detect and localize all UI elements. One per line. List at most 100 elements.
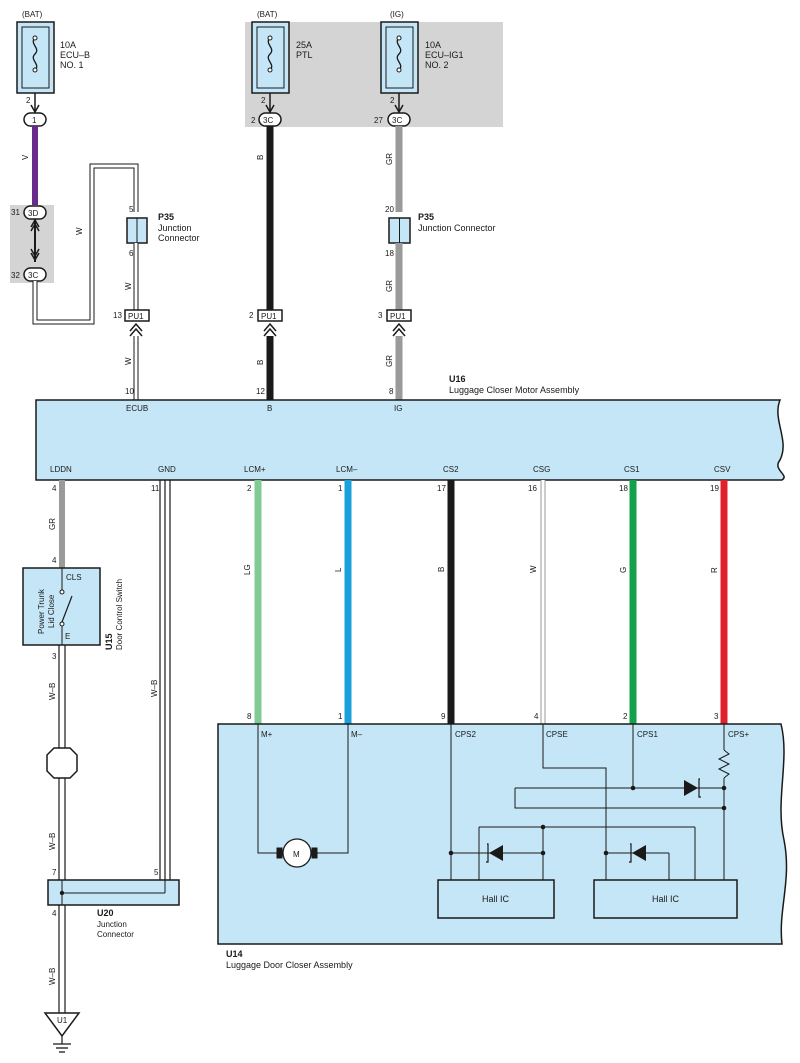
u16-top-label-b: B [267, 404, 272, 413]
u15-door-control-switch: CLS E Power Trunk Lid Close [22, 567, 101, 646]
fuse-ptl: (BAT) 25A PTL 2 [251, 10, 313, 105]
u14-pin-9: 9 [441, 712, 446, 721]
arrow-icon [394, 104, 404, 114]
wire-color-gr1: GR [385, 153, 394, 165]
connector-arrow-icon [392, 322, 406, 337]
wire-color-w2: W [124, 282, 133, 290]
wire-color-gr3: GR [385, 355, 394, 367]
resistor-icon [717, 749, 731, 779]
connector-3c-left-code: 3C [28, 271, 38, 280]
arrow-icon [30, 104, 40, 114]
wire-color-gr2: GR [385, 280, 394, 292]
fuse1-source: (BAT) [22, 10, 43, 19]
connector-pu1-a: 13 PU1 [113, 309, 150, 322]
p35-right-id: P35 [418, 212, 434, 222]
u16-bottom-pin-16: 16 [528, 484, 537, 493]
p35-right-name: Junction Connector [418, 223, 496, 233]
connector-arrow-icon [30, 218, 40, 232]
u16-id: U16 [449, 374, 466, 384]
hall-ic-2: Hall IC [593, 879, 738, 919]
u14-label-cps2: CPS2 [455, 730, 476, 739]
connector-3c-left-pin: 32 [11, 271, 20, 280]
u16-top-label-ecub: ECUB [126, 404, 148, 413]
u16-bottom-pin-2: 2 [247, 484, 252, 493]
connector-pu1-b: 2 PU1 [249, 309, 283, 322]
pu1-c-code: PU1 [390, 312, 406, 321]
p35-left-name1: Junction [158, 223, 192, 233]
u16-luggage-closer-motor-assembly [35, 399, 785, 481]
fuse1-pin: 2 [26, 96, 31, 105]
connector-3c-ptl-pin: 2 [251, 116, 256, 125]
connector-3d-code: 3D [28, 209, 38, 218]
u14-label-m-minus: M– [351, 730, 363, 739]
u16-top-pin-1: 12 [256, 387, 265, 396]
p35-right-pin-top: 20 [385, 205, 394, 214]
u15-inner-label-1: Power Trunk [37, 588, 46, 634]
u14-pin-4: 4 [534, 712, 539, 721]
fuse3-name2: NO. 2 [425, 60, 449, 70]
u16-bottom-label-lcm-minus: LCM– [336, 465, 358, 474]
u14-id: U14 [226, 949, 243, 959]
fuse-icon [32, 37, 38, 71]
ground-id: U1 [57, 1016, 68, 1025]
connector-1-code: 1 [32, 116, 37, 125]
fuse3-source: (IG) [390, 10, 404, 19]
wire-white [33, 164, 138, 324]
u14-pin-3: 3 [714, 712, 719, 721]
u15-name: Door Control Switch [115, 579, 124, 650]
u16-top-pin-0: 10 [125, 387, 134, 396]
wire-color-b-cs2: B [437, 567, 446, 572]
u16-bottom-label-csg: CSG [533, 465, 550, 474]
u20-id: U20 [97, 908, 114, 918]
wire-color-l: L [334, 567, 343, 572]
wire-color-wb-gnd: W–B [150, 680, 159, 697]
connector-arrow-icon [129, 322, 143, 337]
wire-color-b1: B [256, 155, 265, 160]
u16-top-label-ig: IG [394, 404, 402, 413]
u15-pin-top: 4 [52, 556, 57, 565]
wire-color-g: G [619, 567, 628, 573]
u14-pin-1: 1 [338, 712, 343, 721]
u20-name1: Junction [97, 920, 127, 929]
u14-name: Luggage Door Closer Assembly [226, 960, 353, 970]
switch-contact-icon [59, 589, 65, 595]
wire-color-lg: LG [243, 564, 252, 575]
junction-p35-right: 20 P35 Junction Connector 18 [385, 205, 496, 258]
u16-bottom-pin-11: 11 [151, 484, 160, 493]
connector-pu1-c: 3 PU1 [378, 309, 412, 322]
wire-color-w1: W [75, 227, 84, 235]
arrow-icon [265, 104, 275, 114]
fuse3-pin: 2 [390, 96, 395, 105]
u16-bottom-label-cs2: CS2 [443, 465, 459, 474]
wire-color-wb2: W–B [48, 833, 57, 850]
junction-u20 [47, 879, 180, 906]
u16-bottom-pin-4: 4 [52, 484, 57, 493]
wire-color-v: V [21, 154, 30, 160]
splice-point-icon [46, 747, 78, 779]
zener-diode-icon [629, 843, 646, 863]
wire-wb-gnd [159, 480, 171, 880]
wire-color-r: R [710, 567, 719, 573]
pu1-a-code: PU1 [128, 312, 144, 321]
ground-u1: U1 [43, 1012, 81, 1053]
u16-bottom-pin-18: 18 [619, 484, 628, 493]
fuse2-source: (BAT) [257, 10, 278, 19]
p35-right-pin-bottom: 18 [385, 249, 394, 258]
u16-bottom-pin-19: 19 [710, 484, 719, 493]
motor-label: M [293, 850, 300, 859]
wire-wb-ground [58, 905, 66, 1013]
p35-left-id: P35 [158, 212, 174, 222]
wire-color-wb1: W–B [48, 683, 57, 700]
u14-pin-8: 8 [247, 712, 252, 721]
wire-color-w-csg: W [529, 565, 538, 573]
p35-left-pin-top: 5 [129, 205, 134, 214]
u15-id: U15 [104, 633, 114, 650]
u15-term-cls: CLS [66, 573, 82, 582]
connector-3d-pin: 31 [11, 208, 20, 217]
pu1-c-pin: 3 [378, 311, 383, 320]
connector-arrow-icon [263, 322, 277, 337]
fuse-icon [396, 37, 402, 71]
u14-label-cps-plus: CPS+ [728, 730, 749, 739]
u15-pin-bottom: 3 [52, 652, 57, 661]
